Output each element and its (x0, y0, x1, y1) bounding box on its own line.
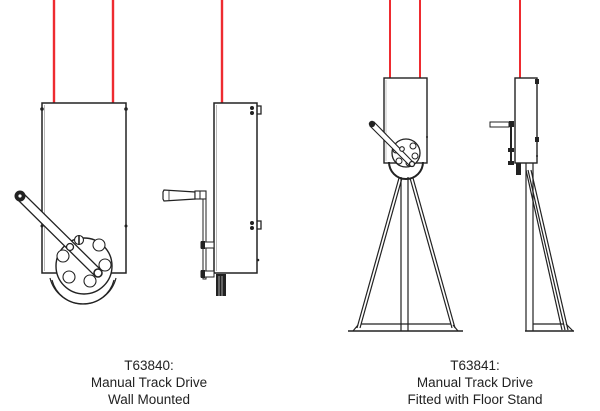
wall-mounted-front-view (14, 0, 128, 305)
crank-handle (368, 120, 416, 168)
caption-floor-stand: T63841: Manual Track Drive Fitted with F… (355, 357, 595, 408)
cable-bundle (516, 163, 521, 175)
floor-stand (348, 177, 463, 332)
drive-housing (213, 102, 258, 274)
product-variant: Fitted with Floor Stand (407, 392, 543, 407)
product-variant: Wall Mounted (107, 392, 191, 407)
floor-stand-front-view (348, 0, 463, 332)
crank-handle (162, 189, 215, 280)
product-code: T63840: (124, 358, 174, 373)
wall-mounted-side-view (162, 0, 262, 296)
product-code: T63841: (450, 358, 500, 373)
product-name: Manual Track Drive (90, 375, 208, 390)
caption-wall-mounted: T63840: Manual Track Drive Wall Mounted (29, 357, 269, 408)
cable-bundle (216, 274, 226, 296)
crank-handle (14, 190, 103, 278)
product-name: Manual Track Drive (416, 375, 534, 390)
drive-housing (514, 77, 538, 164)
floor-stand (525, 163, 574, 332)
floor-stand-side-view (489, 0, 574, 332)
crank-handle (489, 121, 514, 165)
